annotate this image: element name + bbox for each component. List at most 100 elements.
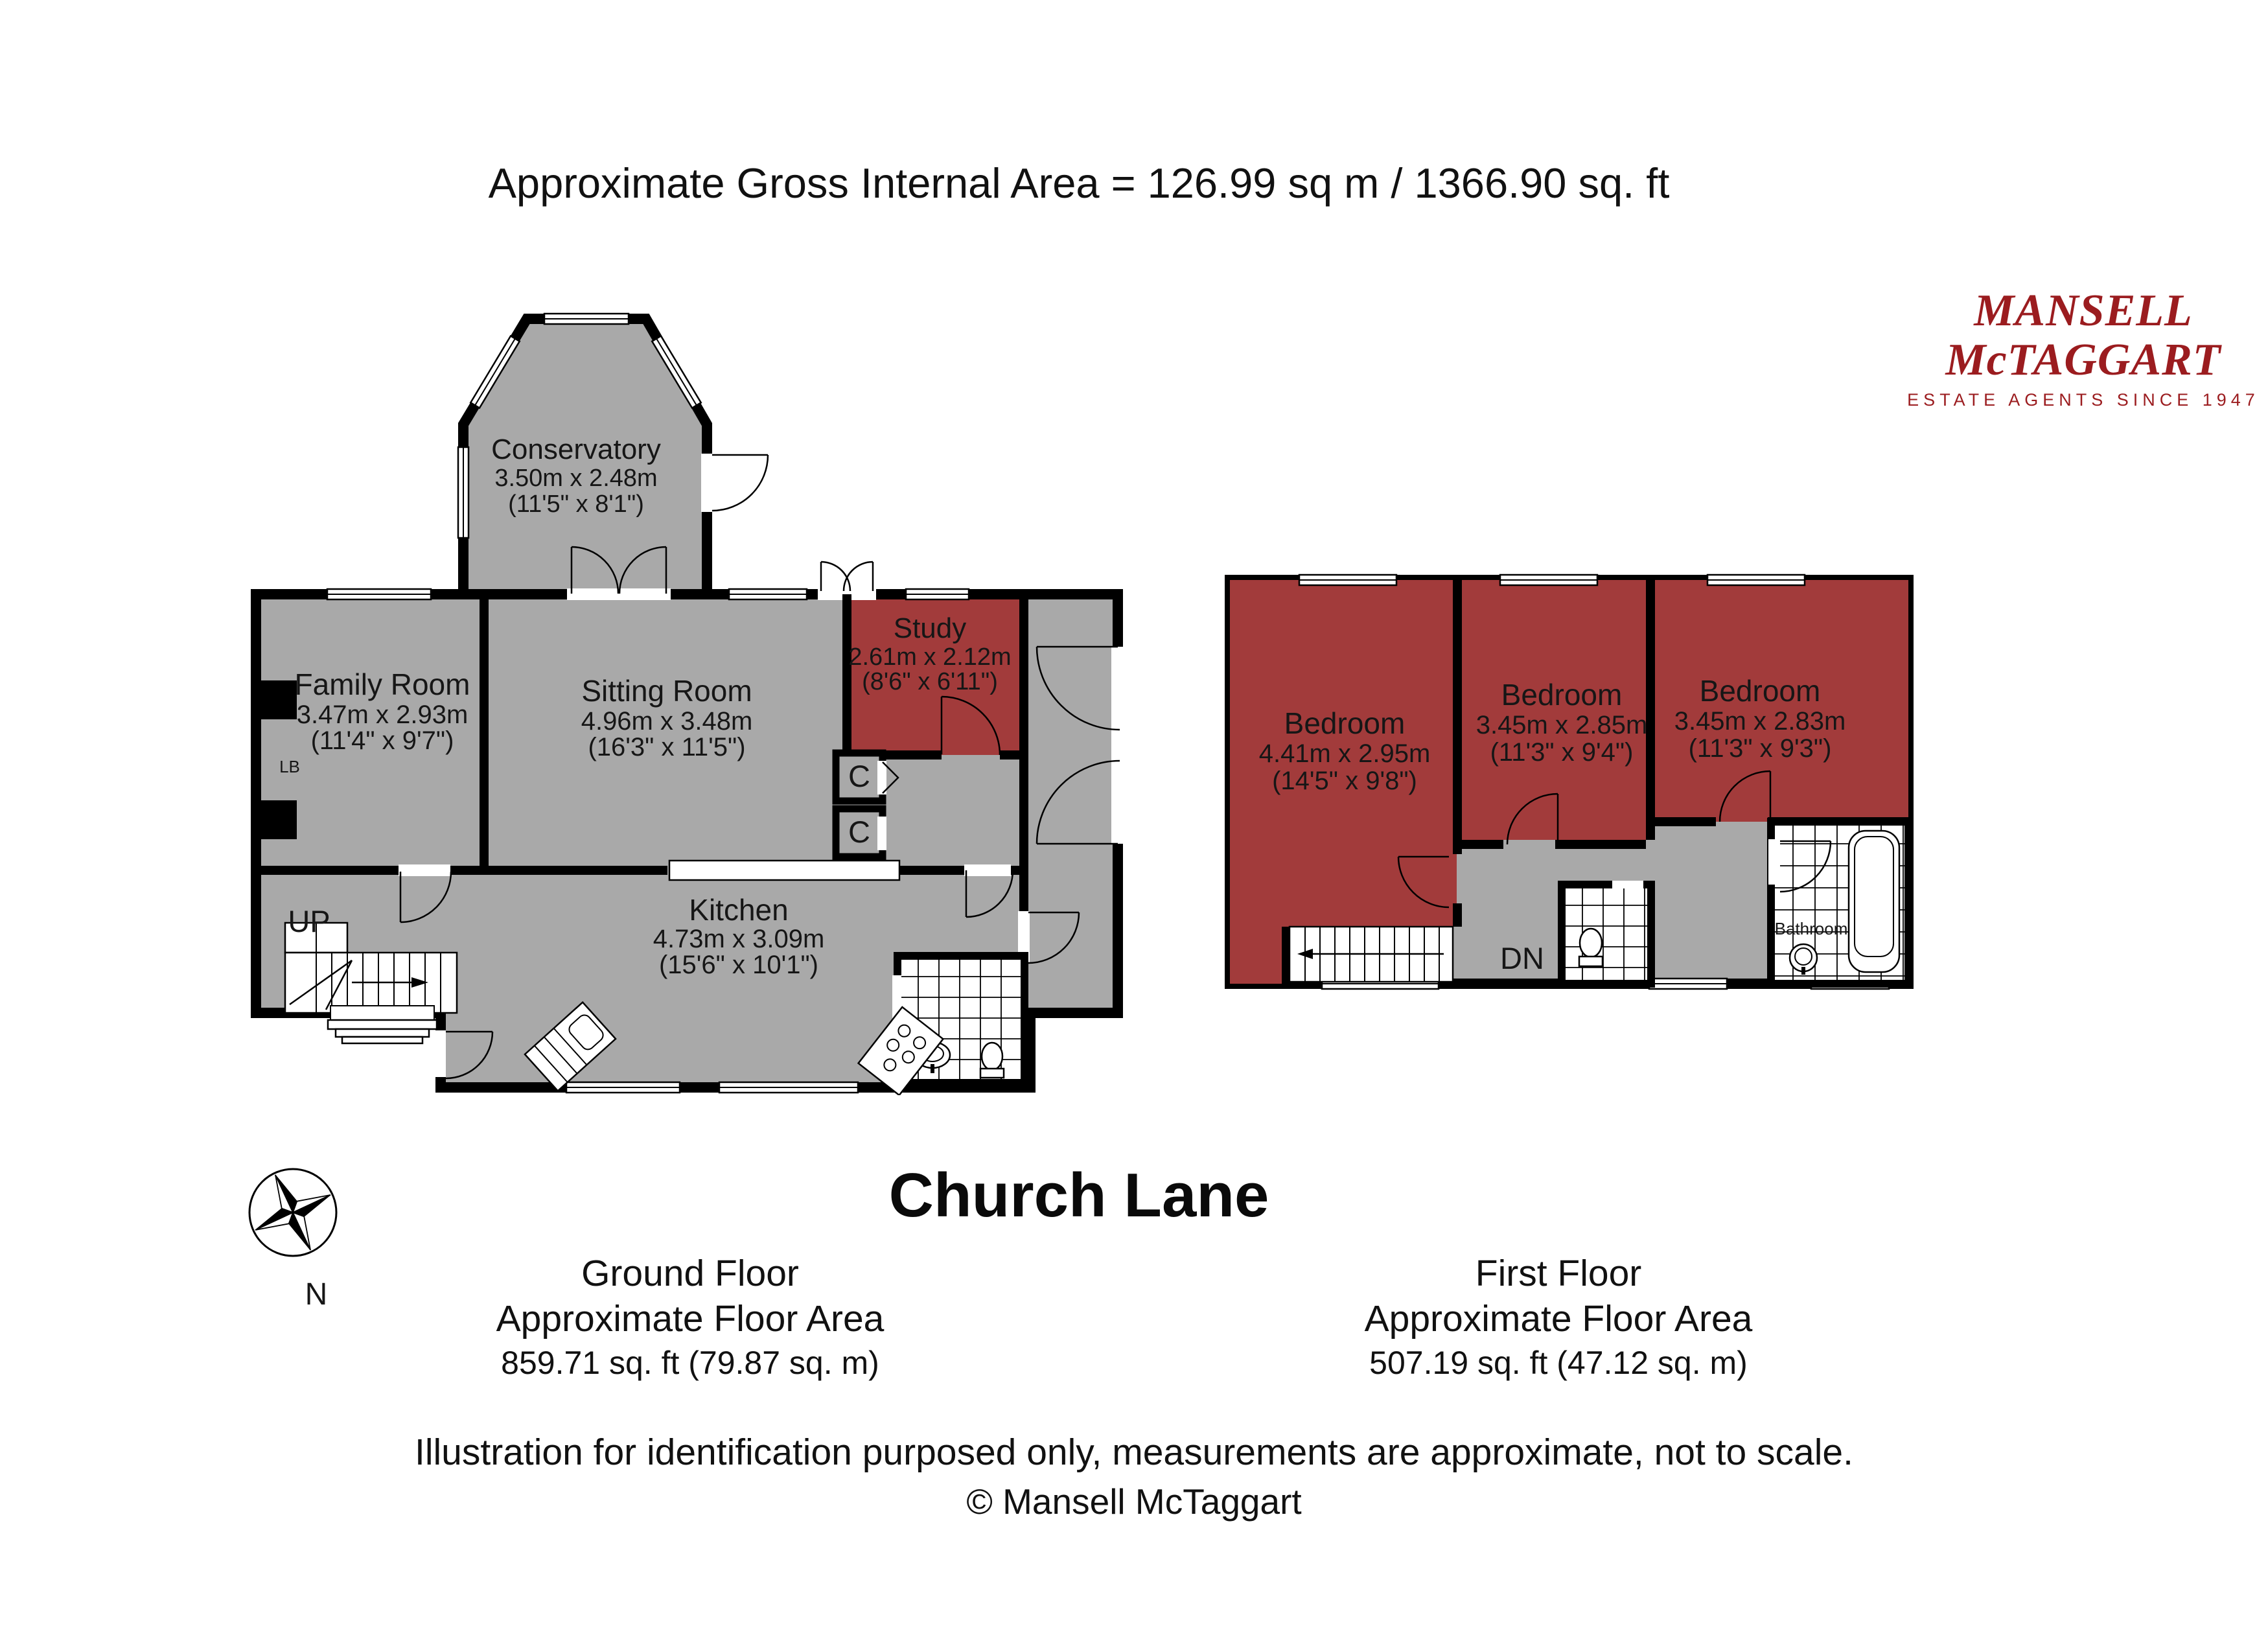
- room-bedroom-1: [1230, 580, 1457, 984]
- bedroom2-name: Bedroom: [1501, 678, 1623, 712]
- closet-opening: [877, 761, 886, 794]
- closet-label: C: [848, 815, 870, 849]
- wall: [1462, 840, 1503, 849]
- property-name: Church Lane: [888, 1161, 1269, 1230]
- porch-steps: [327, 1005, 438, 1045]
- window-icon: [1706, 574, 1806, 586]
- wall: [256, 866, 399, 875]
- window-icon: [651, 334, 702, 410]
- door-icon: [399, 864, 452, 923]
- conservatory-dims-m: 3.50m x 2.48m: [494, 465, 657, 492]
- stove-icon: [857, 1006, 945, 1095]
- ground-floor-area: 859.71 sq. ft (79.87 sq. m): [501, 1345, 879, 1381]
- first-floor-area: 507.19 sq. ft (47.12 sq. m): [1369, 1345, 1748, 1381]
- footer: Illustration for identification purposed…: [162, 1429, 2106, 1527]
- stairs-arrow: [411, 977, 428, 988]
- wall: [1555, 840, 1646, 849]
- family-room-dims-ft: (11'4" x 9'7"): [311, 726, 454, 755]
- up-label: UP: [288, 904, 330, 938]
- sink-tap: [1801, 967, 1805, 975]
- room-bedroom-3: [1655, 580, 1908, 822]
- door-icon: [435, 1030, 494, 1080]
- bedroom1-dims-m: 4.41m x 2.95m: [1259, 739, 1431, 768]
- kitchen-opening: [668, 859, 901, 881]
- window-icon: [1499, 574, 1599, 586]
- room-labels-ground: Conservatory 3.50m x 2.48m (11'5" x 8'1"…: [295, 434, 1012, 979]
- bedroom1-name: Bedroom: [1284, 706, 1406, 740]
- french-doors-icon: [567, 546, 671, 600]
- agency-logo: MANSELL McTAGGART ESTATE AGENTS SINCE 19…: [1902, 286, 2265, 410]
- door-icon: [1718, 770, 1772, 822]
- bifold-door-icon: [882, 761, 899, 794]
- wall: [1282, 927, 1290, 984]
- window-icon: [1298, 574, 1398, 586]
- ground-floor-subtitle: Approximate Floor Area: [496, 1298, 885, 1339]
- bedroom3-dims-m: 3.45m x 2.83m: [1674, 707, 1846, 736]
- wall: [1655, 817, 1716, 826]
- wall: [842, 594, 851, 755]
- toilet-icon: [1579, 927, 1603, 958]
- wall: [1453, 903, 1462, 927]
- room-labels-first: Bedroom 4.41m x 2.95m (14'5" x 9'8") Bed…: [1259, 674, 1846, 795]
- first-floor-plan: DN Bathroom Bedroom: [1225, 574, 1914, 990]
- first-floor-caption: First Floor Approximate Floor Area 507.1…: [1170, 1251, 1947, 1384]
- sink-tap: [931, 1064, 934, 1073]
- window-icon: [565, 1081, 681, 1094]
- bedroom2-dims-m: 3.45m x 2.85m: [1476, 711, 1648, 739]
- room-bedroom-2: [1462, 580, 1646, 840]
- bedroom1-dims-ft: (14'5" x 9'8"): [1272, 767, 1417, 795]
- bathtub-inner: [1854, 836, 1894, 957]
- bedroom2-dims-ft: (11'3" x 9'4"): [1490, 738, 1634, 767]
- wall: [480, 866, 667, 875]
- wall: [1453, 580, 1462, 854]
- study-dims-m: 2.61m x 2.12m: [848, 644, 1011, 671]
- window-icon: [469, 334, 521, 410]
- family-room-dims-m: 3.47m x 2.93m: [297, 701, 469, 729]
- logo-line-1: MANSELL: [1974, 286, 2193, 336]
- toilet-icon: [980, 1041, 1004, 1071]
- bathroom-room: Bathroom: [1767, 818, 1912, 988]
- door-icon: [964, 864, 1014, 918]
- stairs-arrow: [1297, 949, 1313, 959]
- kitchen-dims-ft: (15'6" x 10'1"): [659, 951, 818, 979]
- bedroom3-dims-ft: (11'3" x 9'3"): [1689, 734, 1832, 763]
- wall: [450, 866, 480, 875]
- compass-icon: N: [248, 1168, 338, 1312]
- ground-floor-title: Ground Floor: [581, 1253, 799, 1294]
- ground-floor-caption: Ground Floor Approximate Floor Area 859.…: [301, 1251, 1079, 1384]
- patio-doors-icon: [818, 561, 876, 600]
- closet-opening: [877, 817, 886, 850]
- bathroom-name: Bathroom: [1775, 919, 1848, 938]
- window-icon: [718, 1081, 859, 1094]
- toilet-tank: [1578, 955, 1604, 968]
- chimney-breast: [261, 680, 297, 719]
- study-dims-ft: (8'6" x 6'11"): [862, 668, 998, 695]
- window-icon: [543, 312, 630, 325]
- lb-label: LB: [279, 757, 300, 776]
- gross-internal-area-title: Approximate Gross Internal Area = 126.99…: [488, 159, 1670, 207]
- sitting-room-dims-ft: (16'3" x 11'5"): [588, 733, 745, 761]
- dn-label: DN: [1500, 941, 1544, 975]
- copyright-text: © Mansell McTaggart: [966, 1481, 1302, 1522]
- logo-line-2: McTAGGART: [1945, 335, 2221, 385]
- staircase-up: [284, 922, 458, 1014]
- compass-north-label: N: [305, 1277, 328, 1312]
- first-floor-title: First Floor: [1475, 1253, 1642, 1294]
- wall: [1019, 594, 1028, 1013]
- first-floor-subtitle: Approximate Floor Area: [1364, 1298, 1753, 1339]
- toilet-tank: [979, 1067, 1005, 1079]
- window-icon: [326, 588, 432, 601]
- compass-star: [255, 1174, 331, 1251]
- door-icon: [1506, 793, 1559, 845]
- wall: [899, 866, 964, 875]
- window-icon: [1648, 977, 1728, 990]
- door-opening: [1768, 839, 1780, 885]
- wall: [1646, 580, 1655, 840]
- wall: [1000, 750, 1019, 760]
- kitchen-name: Kitchen: [689, 893, 788, 927]
- wc-room: [1558, 881, 1655, 988]
- chimney-breast: [261, 800, 297, 839]
- door-icon: [940, 695, 1001, 756]
- closet-label: C: [848, 759, 870, 793]
